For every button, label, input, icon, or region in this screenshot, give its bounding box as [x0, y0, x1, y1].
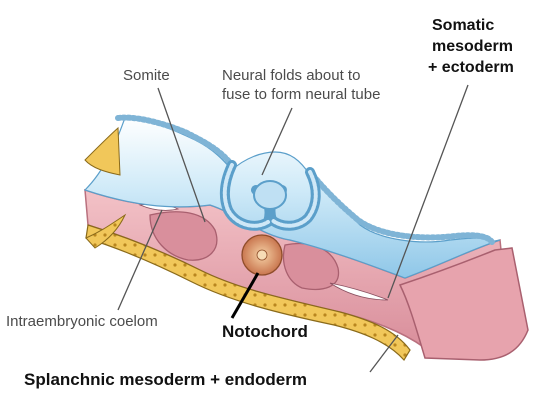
ectoderm-surface	[115, 114, 495, 245]
neural-groove	[253, 180, 287, 210]
label-somite: Somite	[123, 67, 170, 84]
leader-notochord	[230, 272, 260, 319]
label-intraembryonic-coelom: Intraembryonic coelom	[6, 313, 158, 330]
right-section-block	[398, 247, 529, 361]
notochord-center	[256, 249, 268, 261]
label-somatic-line2: mesoderm	[432, 38, 513, 55]
label-somatic-line3: + ectoderm	[428, 59, 514, 76]
leader-somite	[157, 87, 206, 223]
label-notochord: Notochord	[222, 322, 308, 341]
leader-neural-folds	[261, 107, 293, 176]
label-splanchnic: Splanchnic mesoderm + endoderm	[24, 370, 307, 389]
label-neural-folds-line2: fuse to form neural tube	[222, 86, 381, 103]
leader-coelom	[117, 209, 163, 311]
coelom-slit-right	[329, 282, 389, 301]
left-yolk-cap	[84, 126, 121, 176]
leader-somatic	[387, 84, 469, 299]
label-neural-folds-line1: Neural folds about to	[222, 67, 361, 84]
endoderm-tail	[85, 213, 127, 249]
neural-fold-cells	[222, 163, 318, 228]
label-somatic-line1: Somatic	[432, 17, 495, 34]
somite-left	[149, 211, 218, 261]
leader-splanchnic	[369, 334, 399, 373]
